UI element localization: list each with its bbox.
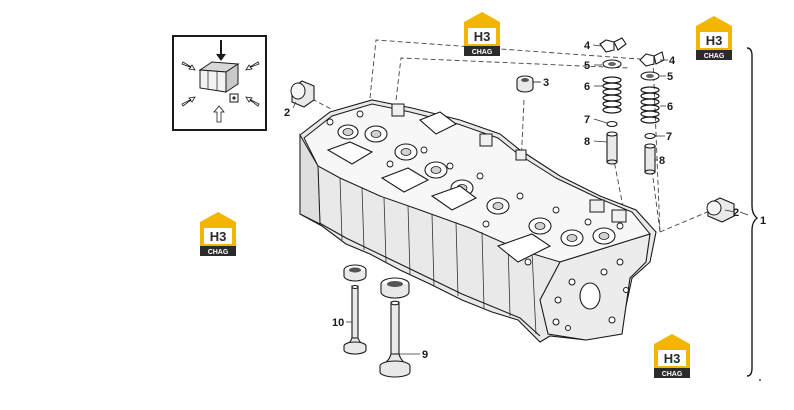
assembly-bracket [746,47,759,377]
callout-6-right: 6 [667,101,673,113]
svg-text:CHAG: CHAG [208,249,229,256]
svg-text:H3: H3 [664,351,681,366]
watermark-logo-top-right: H3 CHAG [696,16,732,60]
watermark-logo-bottom: H3 CHAG [654,334,690,378]
callout-1: 1 [760,215,766,227]
callout-2-right: 2 [733,207,739,219]
cylinder-head-body [299,99,657,343]
callout-4-right: 4 [669,55,676,67]
callout-7-right: 7 [666,131,672,143]
leader-lines [292,44,749,355]
watermark-logo-left: H3 CHAG [200,212,236,256]
callout-labels: 1 2 2 3 4 4 5 5 6 6 7 7 8 8 9 10 [284,40,766,361]
callout-7-left: 7 [584,114,590,126]
svg-text:CHAG: CHAG [704,53,725,60]
inset-detail-box [172,35,267,131]
callout-2-left: 2 [284,107,290,119]
svg-text:H3: H3 [210,229,227,244]
assembly-dashed-lines [311,39,713,233]
svg-text:CHAG: CHAG [472,49,493,56]
part-2-plug-left [290,80,315,108]
valve-train-right [639,51,665,175]
callout-10: 10 [332,317,344,329]
callout-9: 9 [422,349,428,361]
callout-8-right: 8 [659,155,665,167]
callout-4-left: 4 [584,40,591,52]
part-10-valve-small [343,264,367,355]
inset-block-part [198,61,240,103]
watermark-logo-top-center: H3 CHAG [464,12,500,56]
part-2-plug-right [706,197,735,223]
callout-5-left: 5 [584,60,590,72]
part-9-valve-large [379,277,411,378]
svg-text:H3: H3 [706,33,723,48]
valve-train-left [599,37,627,165]
svg-text:H3: H3 [474,29,491,44]
part-3-seal [516,75,540,93]
svg-text:CHAG: CHAG [662,371,683,378]
callout-8-left: 8 [584,136,590,148]
callout-5-right: 5 [667,71,673,83]
callout-6-left: 6 [584,81,590,93]
head-ports [326,103,627,266]
callout-3: 3 [543,77,549,89]
